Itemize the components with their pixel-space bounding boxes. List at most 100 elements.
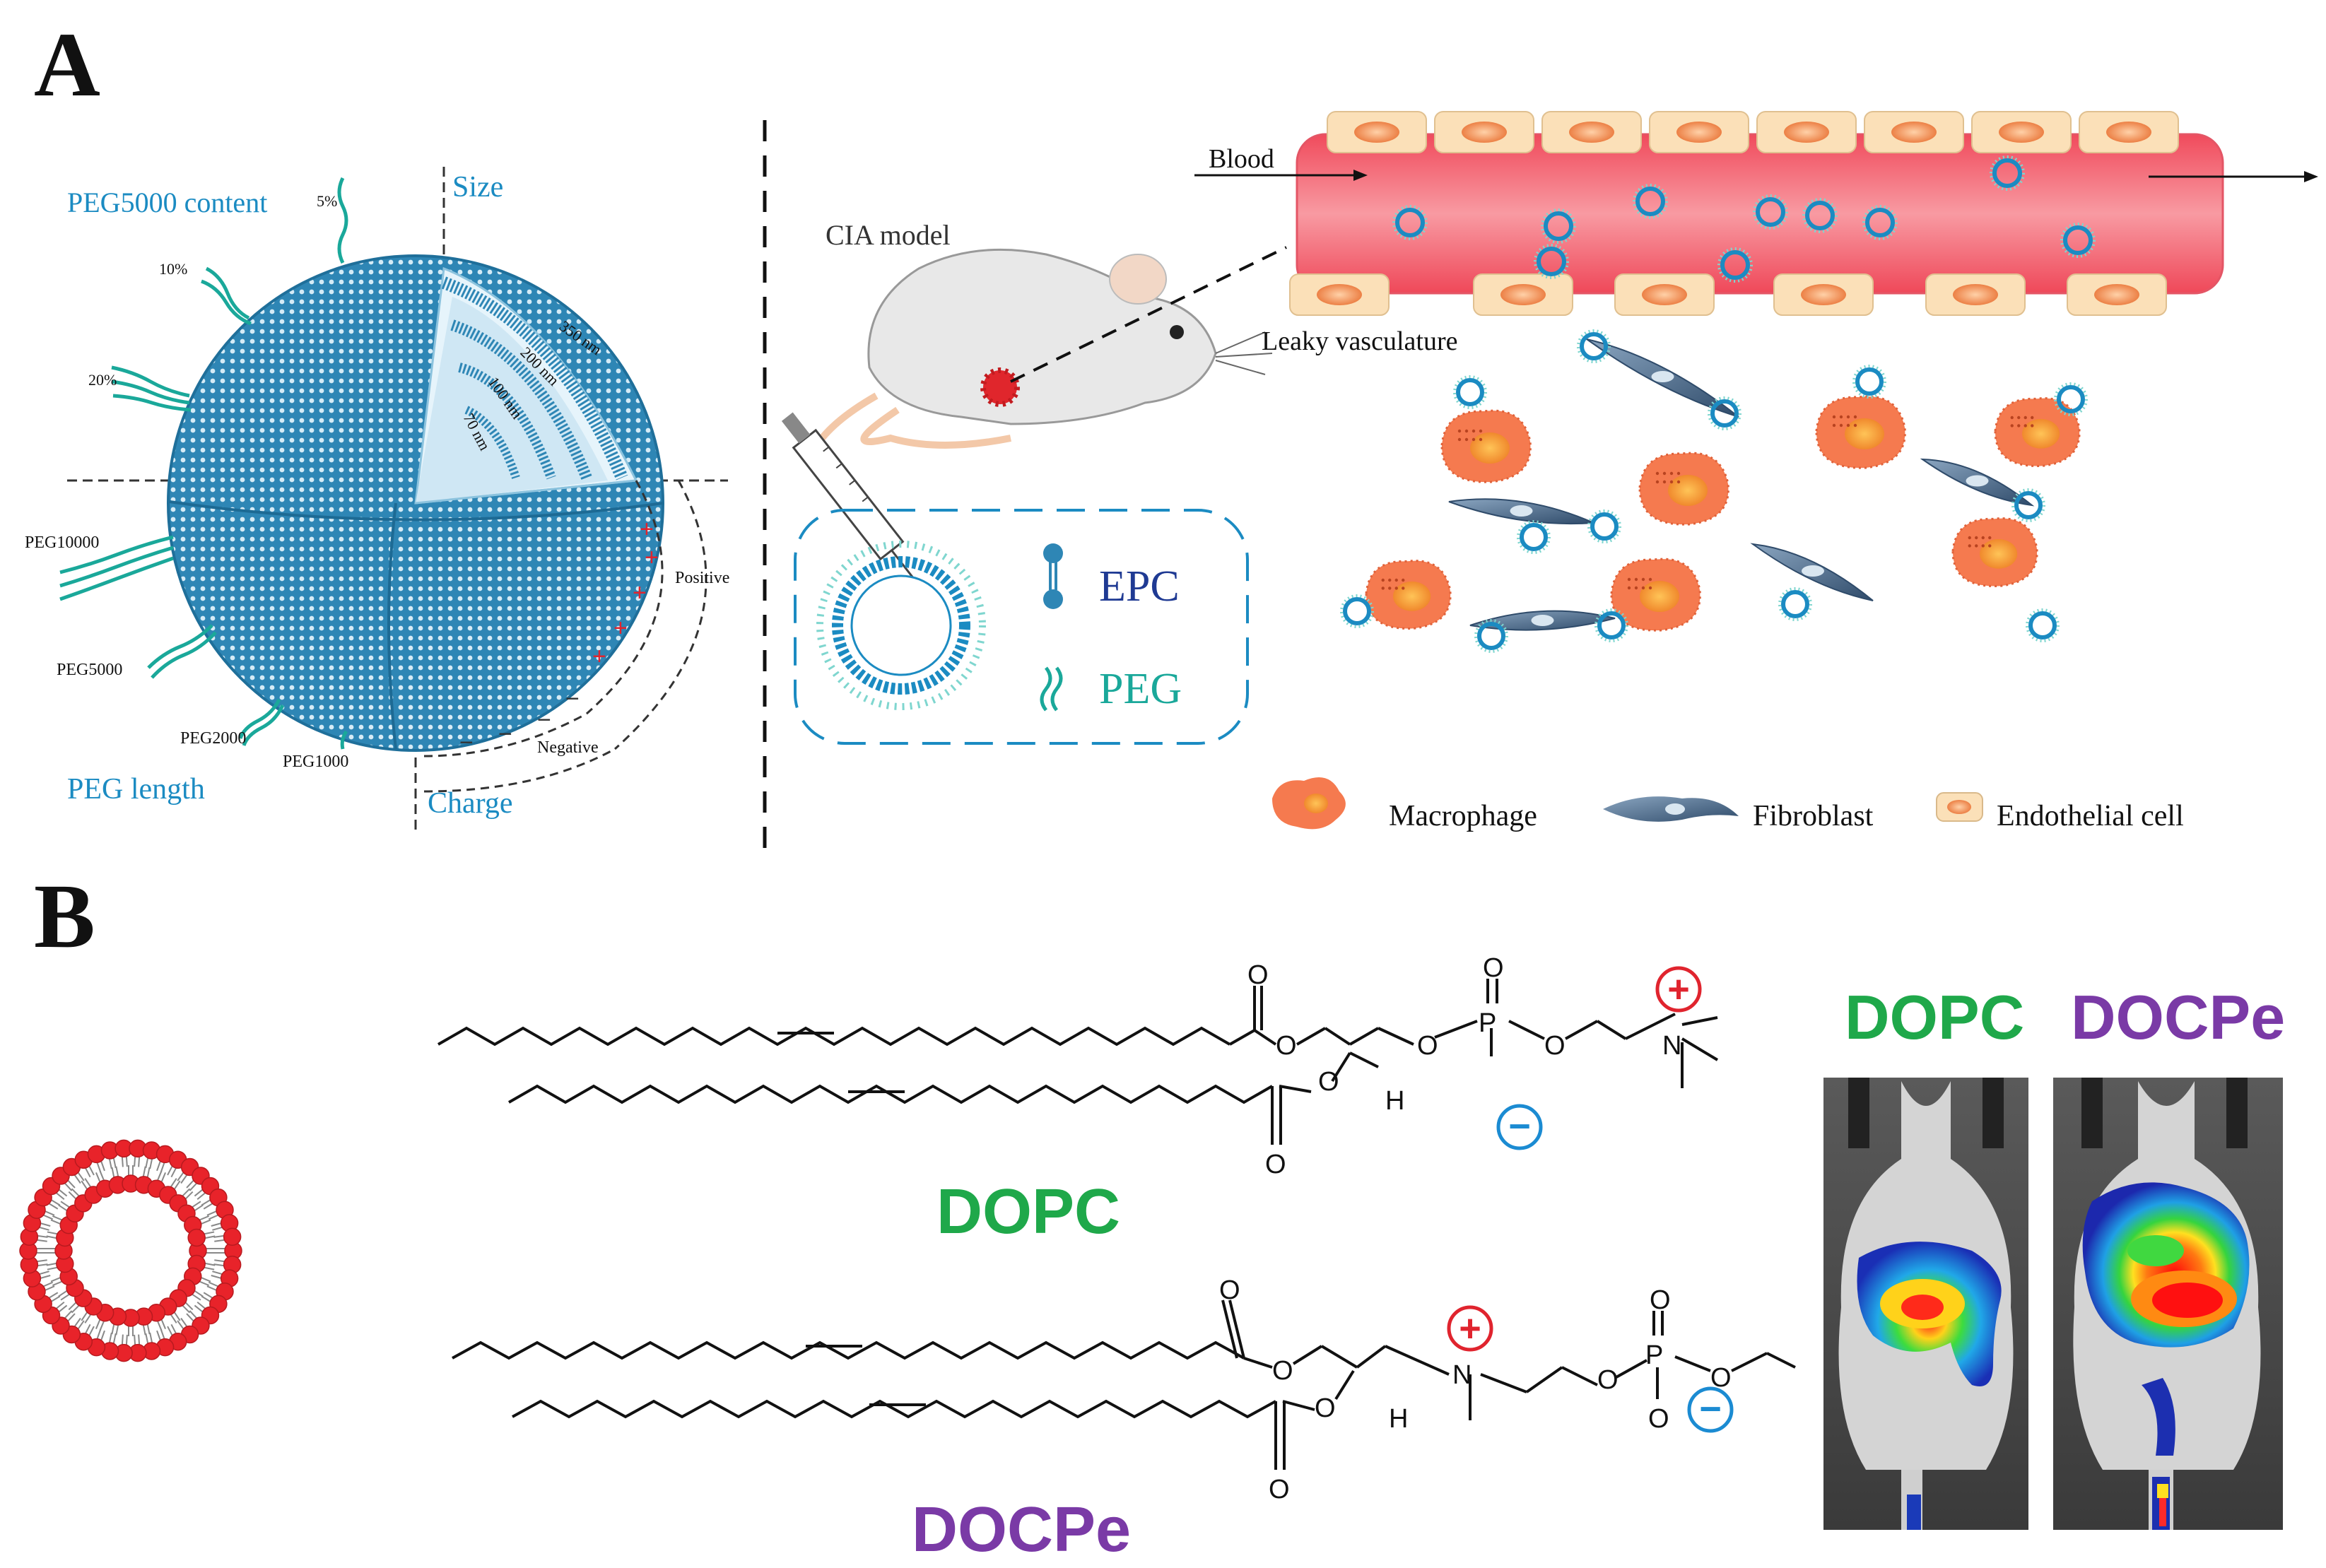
svg-text:O: O <box>1597 1365 1619 1395</box>
macrophage-cell <box>1610 558 1701 632</box>
endothelial-cell <box>1925 273 2026 316</box>
nanoparticle <box>1852 365 1886 399</box>
svg-text:O: O <box>1648 1404 1669 1434</box>
svg-text:N: N <box>1662 1031 1681 1061</box>
dopc-charges: + − <box>1496 966 1702 1150</box>
panel-b-label: B <box>34 866 95 967</box>
svg-text:H: H <box>1389 1404 1408 1434</box>
nanoparticle <box>1517 520 1551 554</box>
peg-strands <box>59 177 348 750</box>
svg-text:O: O <box>1650 1285 1671 1315</box>
endothelial-cell <box>1614 273 1715 316</box>
cell-legend: Macrophage Fibroblast Endothelial cell <box>1272 777 2184 832</box>
mouse-image-docpe <box>2053 1078 2283 1530</box>
svg-text:N: N <box>1452 1360 1472 1390</box>
epc-icon <box>1043 543 1063 609</box>
endothelial-cell <box>1756 111 1857 153</box>
nanoparticle <box>1453 375 1487 409</box>
nanoparticle <box>2011 488 2045 522</box>
positive-charge-marks: +++++ <box>592 516 659 670</box>
fibroblast-legend-icon <box>1603 796 1739 822</box>
negative-label: Negative <box>537 738 599 757</box>
svg-text:+: + <box>633 579 647 606</box>
peg2000-label: PEG2000 <box>180 729 246 748</box>
svg-text:O: O <box>1544 1031 1566 1061</box>
svg-text:+: + <box>640 516 654 543</box>
tissue-cells <box>1340 329 2088 653</box>
dopc-atoms: O O O O O P O O N H <box>1247 953 1681 1179</box>
macrophage-cell <box>1440 409 1532 483</box>
macrophage-cell <box>1638 452 1729 526</box>
svg-text:+: + <box>645 544 659 571</box>
svg-text:−: − <box>498 721 512 748</box>
endothelial-cell <box>1541 111 1642 153</box>
nanoparticle <box>1753 194 1788 230</box>
cia-model-label: CIA model <box>826 219 951 251</box>
svg-text:O: O <box>1483 953 1504 983</box>
dopc-name: DOPC <box>936 1177 1120 1247</box>
positive-label: Positive <box>675 569 729 587</box>
endothelial-legend-label: Endothelial cell <box>1997 800 2184 832</box>
svg-text:H: H <box>1385 1086 1404 1116</box>
imaging-label-docpe: DOCPe <box>2071 982 2285 1052</box>
svg-text:O: O <box>1219 1275 1240 1305</box>
peg10000-label: PEG10000 <box>25 534 99 552</box>
macrophage-cell <box>1815 395 1906 469</box>
svg-text:O: O <box>1265 1150 1286 1179</box>
endothelial-cell <box>1971 111 2072 153</box>
fibroblast-cell <box>1448 498 1594 525</box>
svg-text:+: + <box>1459 1307 1481 1350</box>
svg-text:P: P <box>1479 1008 1496 1038</box>
nanoparticle <box>1541 208 1576 244</box>
svg-text:−: − <box>459 729 474 756</box>
endothelial-cell <box>1289 273 1390 316</box>
svg-text:O: O <box>1247 960 1269 990</box>
nanoparticle <box>1534 244 1569 279</box>
docpe-atoms: O O O O N O P O O O H <box>1219 1275 1732 1504</box>
svg-text:O: O <box>1269 1475 1290 1504</box>
svg-text:O: O <box>1318 1067 1339 1097</box>
mouse-illustration <box>809 248 1273 454</box>
nanoparticle <box>1392 205 1428 240</box>
macrophage-cell <box>1994 397 2081 467</box>
endothelial-legend-icon <box>1936 792 1983 822</box>
nanoparticle <box>1862 205 1898 240</box>
nanoparticle <box>1474 619 1508 653</box>
size-label: Size <box>452 171 503 204</box>
macrophage-legend-icon <box>1272 777 1346 830</box>
macrophage-cell <box>1951 517 2038 587</box>
endothelial-cells-bottom <box>1289 273 2167 316</box>
nanoparticle <box>1587 509 1621 543</box>
macrophage-cell <box>1365 560 1452 630</box>
nanoparticle <box>1990 155 2025 191</box>
svg-text:P: P <box>1645 1340 1663 1370</box>
vessel-nanoparticles <box>1392 155 2096 283</box>
svg-text:+: + <box>592 643 606 670</box>
content-10-label: 10% <box>159 260 187 278</box>
leader-line <box>1010 246 1287 383</box>
svg-text:O: O <box>1417 1031 1438 1061</box>
docpe-charges: + − <box>1447 1305 1734 1433</box>
svg-text:+: + <box>613 615 628 642</box>
docpe-structure <box>452 1299 1796 1470</box>
docpe-name: DOCPe <box>912 1495 1131 1565</box>
endothelial-cell <box>1473 273 1573 316</box>
endothelial-cell <box>1434 111 1534 153</box>
nanoparticle <box>2054 382 2088 416</box>
blood-label: Blood <box>1209 144 1274 174</box>
nanoparticle <box>1594 608 1628 642</box>
endothelial-cells-top <box>1327 111 2179 153</box>
nanoparticle <box>2026 608 2060 642</box>
nanoparticle <box>1778 587 1812 621</box>
endothelial-cell <box>2079 111 2179 153</box>
negative-charge-marks: −−−− <box>459 685 580 756</box>
syringe-icon <box>781 412 915 579</box>
peg5000-label: PEG5000 <box>57 661 122 679</box>
dopc-structure <box>437 979 1719 1145</box>
peg-length-label: PEG length <box>67 773 205 806</box>
liposome-icon <box>816 541 986 710</box>
peg-label: PEG <box>1099 665 1182 713</box>
nanoparticle <box>2060 223 2096 258</box>
peg-content-label: PEG5000 content <box>67 187 267 218</box>
